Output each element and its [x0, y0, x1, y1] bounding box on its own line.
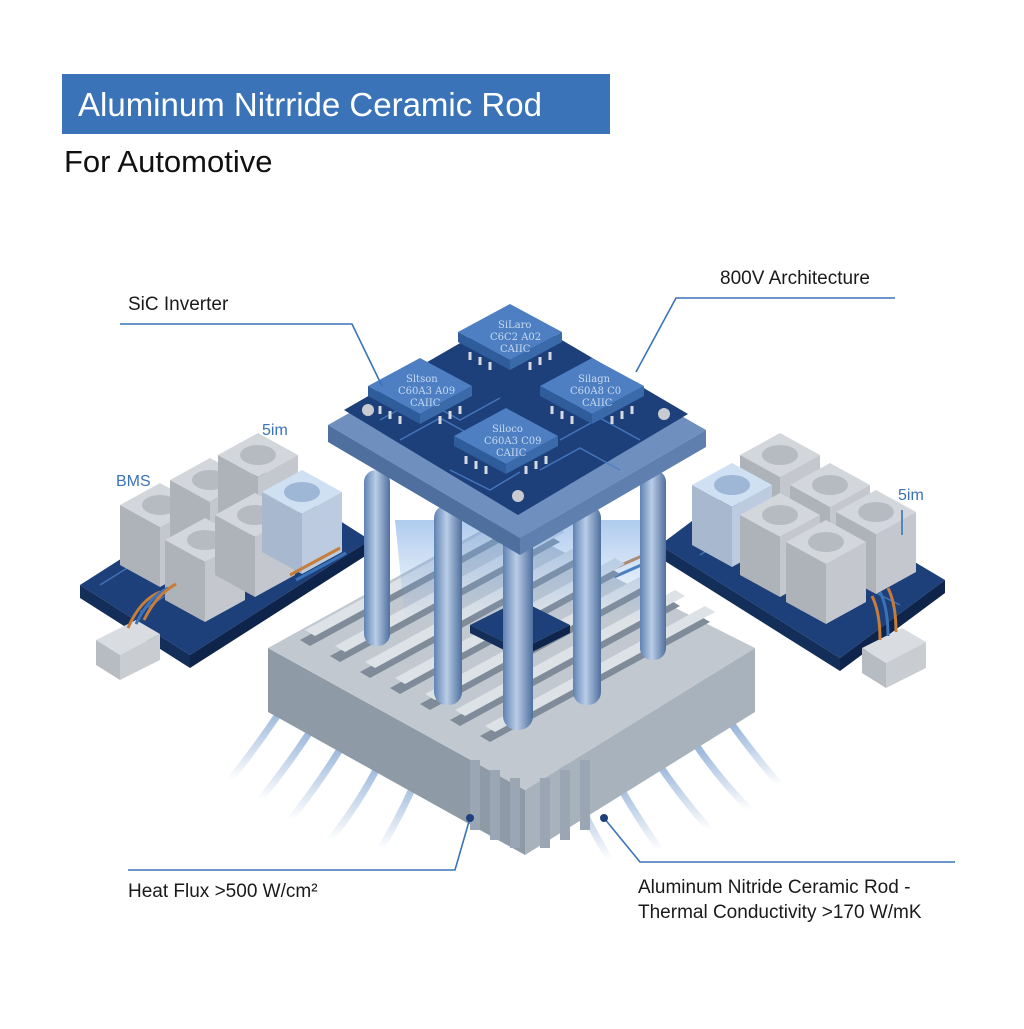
right-battery-modules: [692, 433, 916, 624]
label-rod-line1: Aluminum Nitride Ceramic Rod -: [638, 877, 911, 898]
page-title: Aluminum Nitrride Ceramic Rod: [78, 86, 542, 123]
sic-chips: SiLaro C6C2 A02 CAIIC Sltson C60A3 A09 C…: [368, 304, 644, 474]
chip-text: Silagn: [578, 374, 611, 385]
chip-text: CAIIC: [496, 448, 527, 459]
page-subtitle: For Automotive: [64, 144, 273, 179]
ceramic-rods: [364, 470, 666, 730]
leader-800v: [635, 297, 895, 373]
chip: [458, 304, 562, 370]
label-heat-flux: Heat Flux >500 W/cm²: [128, 881, 318, 902]
chip-text: Siloco: [492, 424, 523, 435]
label-sic-inverter: SiC Inverter: [128, 294, 229, 315]
chip-text: C60A3 A09: [398, 386, 455, 397]
label-left-module-tag: 5im: [262, 422, 288, 439]
chip: [540, 358, 644, 424]
chip-text: Sltson: [406, 374, 438, 385]
title-banner: [62, 74, 610, 134]
leader-lines: [120, 297, 955, 871]
leader-heat-flux: [128, 817, 471, 871]
chip-text: C60A8 C0: [570, 386, 621, 397]
chip-text: CAIIC: [500, 344, 531, 355]
leader-dot: [466, 814, 474, 822]
chip-text: C6C2 A02: [490, 332, 541, 343]
leader-dot: [600, 814, 608, 822]
label-bms: BMS: [116, 473, 151, 490]
label-rod-line2: Thermal Conductivity >170 W/mK: [638, 902, 922, 923]
chip-text: C60A3 C09: [484, 436, 542, 447]
label-right-module-tag: 5im: [898, 487, 924, 504]
chip: [368, 358, 472, 424]
leader-ceramic-rod: [603, 817, 955, 863]
left-battery-modules: [120, 433, 342, 622]
left-bms-board: [80, 433, 370, 680]
chip: [454, 408, 558, 474]
left-connector: [96, 582, 177, 680]
label-800v-architecture: 800V Architecture: [720, 268, 870, 289]
right-connector: [862, 587, 926, 688]
right-bms-board: [609, 433, 945, 688]
chip-text: CAIIC: [582, 398, 613, 409]
chip-text: CAIIC: [410, 398, 441, 409]
leader-sic-inverter: [120, 323, 383, 387]
chip-text: SiLaro: [498, 320, 531, 331]
